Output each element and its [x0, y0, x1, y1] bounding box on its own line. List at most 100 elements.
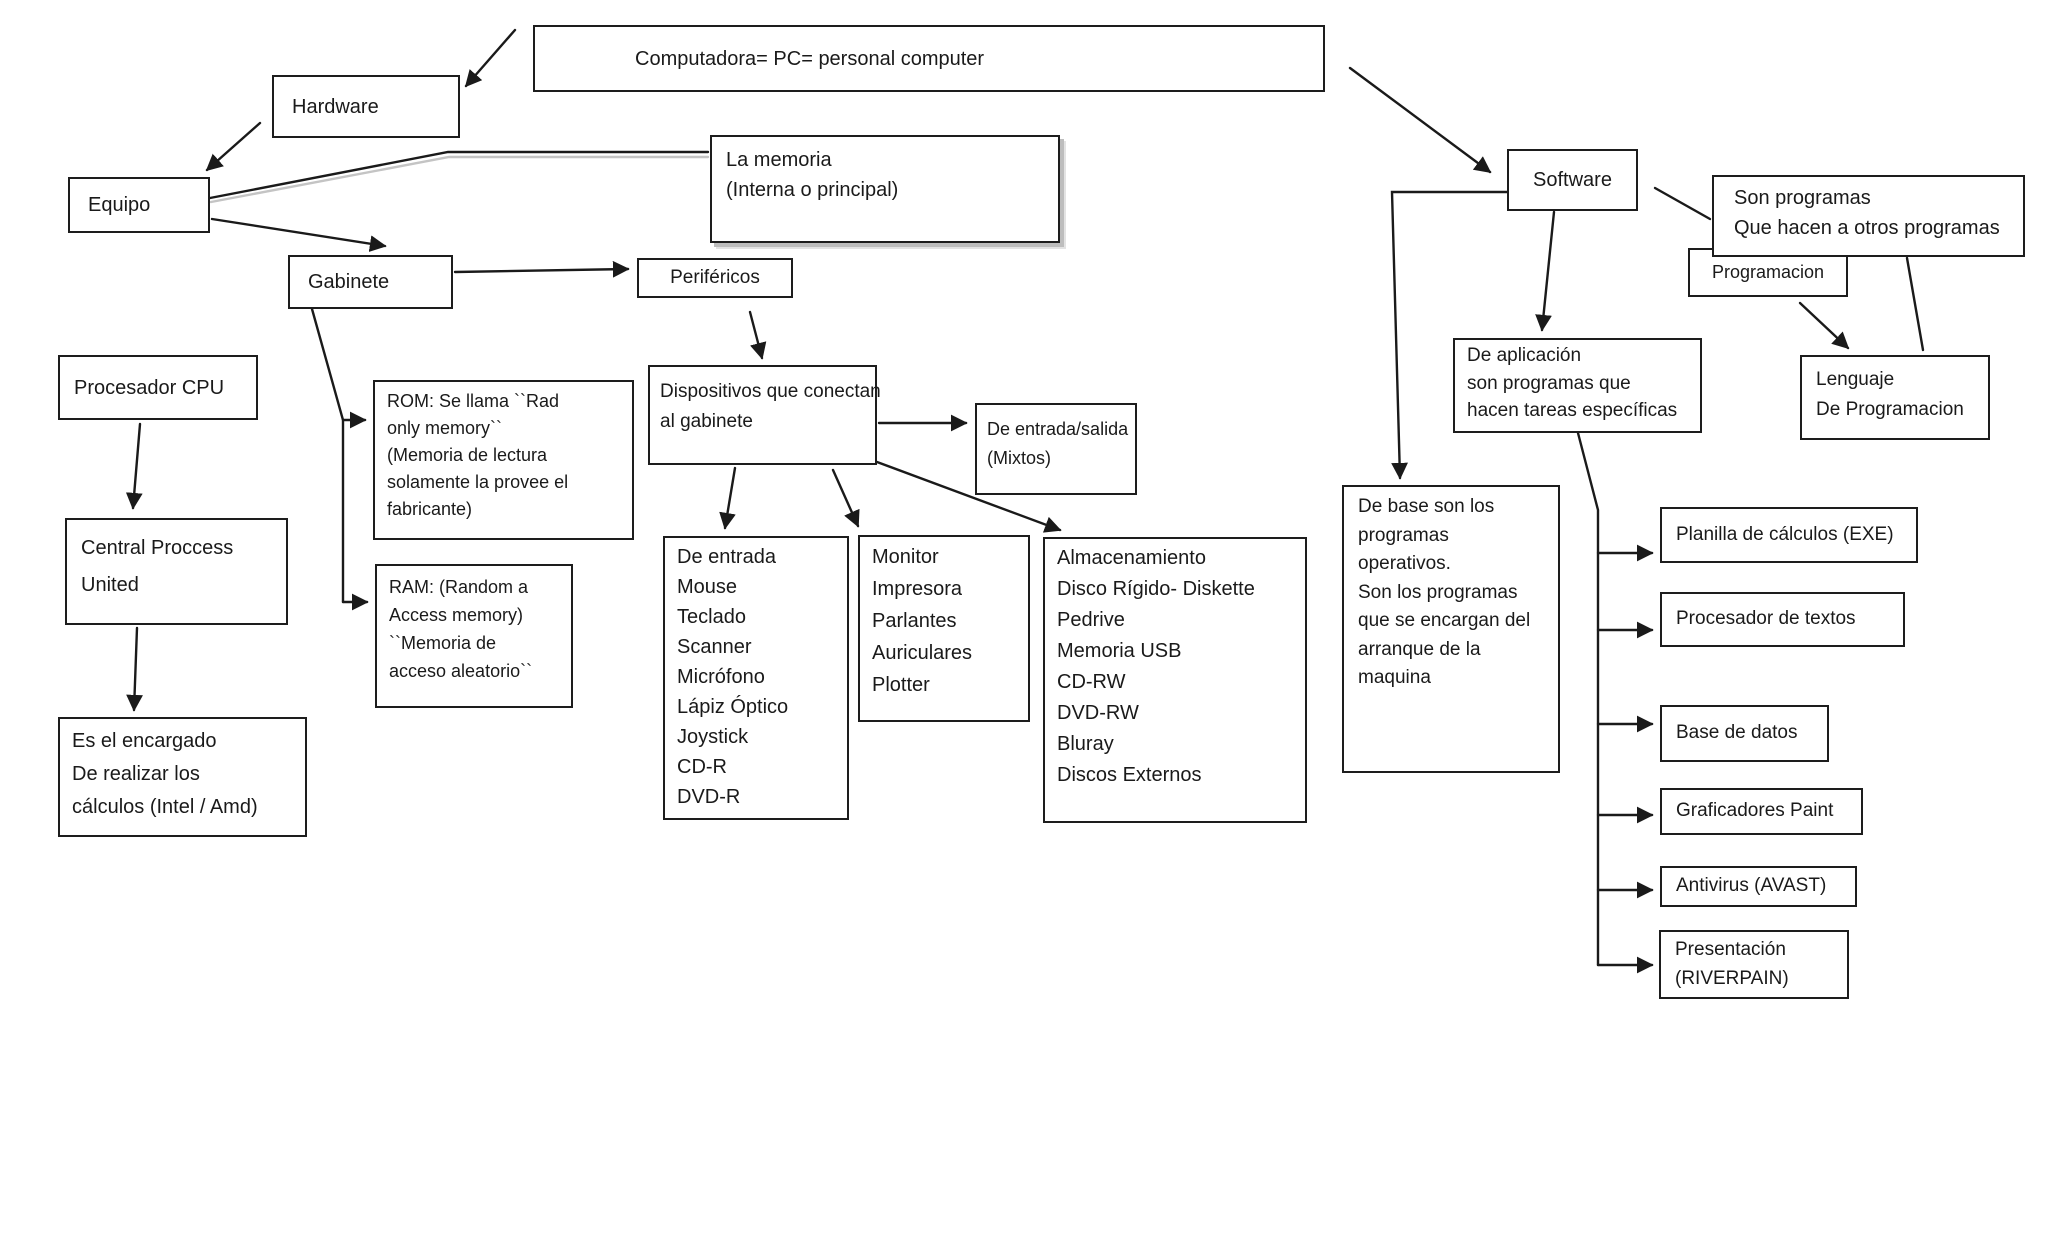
node-dispositivos-text: al gabinete	[660, 411, 753, 433]
node-lista-almacenamiento-text: CD-RW	[1057, 671, 1126, 693]
node-de-base-text: maquina	[1358, 667, 1431, 688]
node-presentacion-text: Presentación	[1675, 939, 1786, 960]
node-lista-almacenamiento-text: DVD-RW	[1057, 702, 1139, 724]
node-base-datos: Base de datos	[1660, 705, 1829, 762]
node-graficadores: Graficadores Paint	[1660, 788, 1863, 835]
connector-equipo-memoria-line	[208, 150, 710, 200]
node-de-base-text: que se encargan del	[1358, 610, 1531, 631]
node-planilla-calculos: Planilla de cálculos (EXE)	[1660, 507, 1918, 563]
node-perifericos-text: Periféricos	[670, 266, 760, 288]
node-ram-text: ``Memoria de	[389, 632, 497, 653]
node-presentacion: Presentación(RIVERPAIN)	[1659, 930, 1849, 999]
node-planilla-calculos-text: Planilla de cálculos (EXE)	[1676, 523, 1894, 545]
connector-programacion-lenguaje-arrow	[1798, 301, 1850, 350]
node-lista-entrada-text: De entrada	[677, 546, 776, 568]
connector-equipo-memoria-shadow	[209, 155, 710, 204]
node-hardware: Hardware	[272, 75, 460, 138]
node-lista-salida-text: Parlantes	[872, 610, 957, 632]
node-lista-entrada-text: Micrófono	[677, 666, 765, 688]
connector-software-debase-arrow	[1390, 190, 1509, 480]
node-son-programas-text: Que hacen a otros programas	[1734, 217, 2000, 239]
node-rom-text: fabricante)	[387, 499, 473, 519]
node-software: Software	[1507, 149, 1638, 211]
node-ram-text: acceso aleatorio``	[389, 660, 533, 681]
node-son-programas-text: Son programas	[1734, 187, 1871, 209]
node-encargado-calculos: Es el encargado De realizar los cálculos (…	[58, 717, 307, 837]
node-procesador-textos-text: Procesador de textos	[1676, 608, 1856, 630]
node-lenguaje-programacion-text: De Programacion	[1816, 399, 1964, 421]
node-lista-entrada-text: Mouse	[677, 576, 738, 598]
connector-aplicacion-trunk	[1576, 431, 1600, 967]
node-entrada-salida-mixtos: De entrada/salida (Mixtos)	[975, 403, 1137, 495]
node-lista-entrada-text: CD-R	[677, 756, 727, 778]
node-antivirus: Antivirus (AVAST)	[1660, 866, 1857, 907]
node-de-base-text: Son los programas	[1358, 581, 1518, 603]
node-entrada-salida-mixtos-text: De entrada/salida	[987, 419, 1129, 439]
node-encargado-calculos-text: De realizar los	[72, 763, 200, 785]
node-encargado-calculos-text: Es el encargado	[72, 730, 217, 752]
connector-software-aplicacion-arrow	[1535, 210, 1556, 332]
node-encargado-calculos-text: cálculos (Intel / Amd)	[72, 796, 258, 818]
node-lista-entrada-text: DVD-R	[677, 786, 741, 808]
connector-perifericos-dispositivos-arrow	[748, 310, 767, 360]
node-lista-entrada-text: Scanner	[677, 636, 752, 658]
node-computadora-text: Computadora= PC= personal computer	[635, 47, 985, 70]
node-gabinete: Gabinete	[288, 255, 453, 309]
node-programacion-text: Programacion	[1711, 262, 1825, 282]
node-equipo-text: Equipo	[88, 194, 151, 216]
node-perifericos: Periféricos	[637, 258, 793, 298]
node-de-aplicacion-text: son programas que	[1467, 372, 1631, 394]
node-central-process-text: United	[81, 574, 139, 596]
node-de-base-text: arranque de la	[1358, 638, 1481, 660]
node-procesador-cpu-text: Procesador CPU	[74, 376, 225, 399]
node-lista-salida-text: Plotter	[872, 674, 930, 696]
node-lista-almacenamiento-text: Pedrive	[1057, 609, 1125, 631]
connector-software-sonprogramas-line	[1653, 186, 1712, 221]
node-graficadores-text: Graficadores Paint	[1676, 800, 1834, 822]
connector-equipo-gabinete-arrow	[210, 217, 387, 252]
node-gabinete-text: Gabinete	[308, 271, 390, 293]
node-central-process-text: Central Proccess	[81, 537, 234, 559]
node-la-memoria: La memoria(Interna o principal)	[710, 135, 1060, 243]
connector-gabinete-memoria-trunk	[310, 307, 345, 604]
node-dispositivos: Dispositivos que conectan al gabinete	[648, 365, 881, 465]
node-de-aplicacion-text: hacen tareas específicas	[1467, 400, 1678, 422]
connector-computadora-hardware-arrow	[464, 28, 517, 88]
node-equipo: Equipo	[68, 177, 210, 233]
node-lista-entrada-text: Lápiz Óptico	[677, 696, 789, 718]
node-lista-entrada-text: Joystick	[677, 726, 749, 748]
node-de-aplicacion-text: De aplicación	[1467, 345, 1582, 366]
connector-central-encargado-arrow	[126, 626, 143, 712]
node-lista-entrada-text: Teclado	[677, 606, 746, 628]
node-dispositivos-text: Dispositivos que conectan	[660, 381, 881, 402]
connector-cpu-central-arrow	[125, 422, 143, 510]
node-antivirus-text: Antivirus (AVAST)	[1676, 875, 1827, 897]
node-entrada-salida-mixtos-text: (Mixtos)	[987, 447, 1051, 468]
node-lista-salida-text: Monitor	[872, 546, 939, 568]
node-lista-almacenamiento-text: Memoria USB	[1057, 640, 1182, 662]
node-lista-almacenamiento-text: Disco Rígido- Diskette	[1057, 578, 1255, 600]
node-lista-salida-text: Impresora	[872, 578, 963, 600]
connector-sonprogramas-lenguaje-line	[1905, 256, 1925, 352]
node-rom-text: (Memoria de lectura	[387, 445, 548, 465]
node-rom-text: ROM: Se llama ``Rad	[387, 391, 560, 411]
node-rom-text: only memory``	[387, 418, 503, 438]
node-de-base-text: operativos.	[1358, 553, 1451, 574]
node-computadora: Computadora= PC= personal computer	[533, 25, 1325, 92]
node-software-text: Software	[1533, 169, 1612, 191]
node-la-memoria-text: (Interna o principal)	[726, 179, 899, 201]
node-base-datos-text: Base de datos	[1676, 722, 1798, 744]
node-lista-almacenamiento-text: Almacenamiento	[1057, 547, 1206, 569]
node-rom-text: solamente la provee el	[387, 472, 569, 492]
connector-gabinete-perifericos-arrow	[453, 260, 630, 278]
node-lista-salida-text: Auriculares	[872, 642, 973, 664]
